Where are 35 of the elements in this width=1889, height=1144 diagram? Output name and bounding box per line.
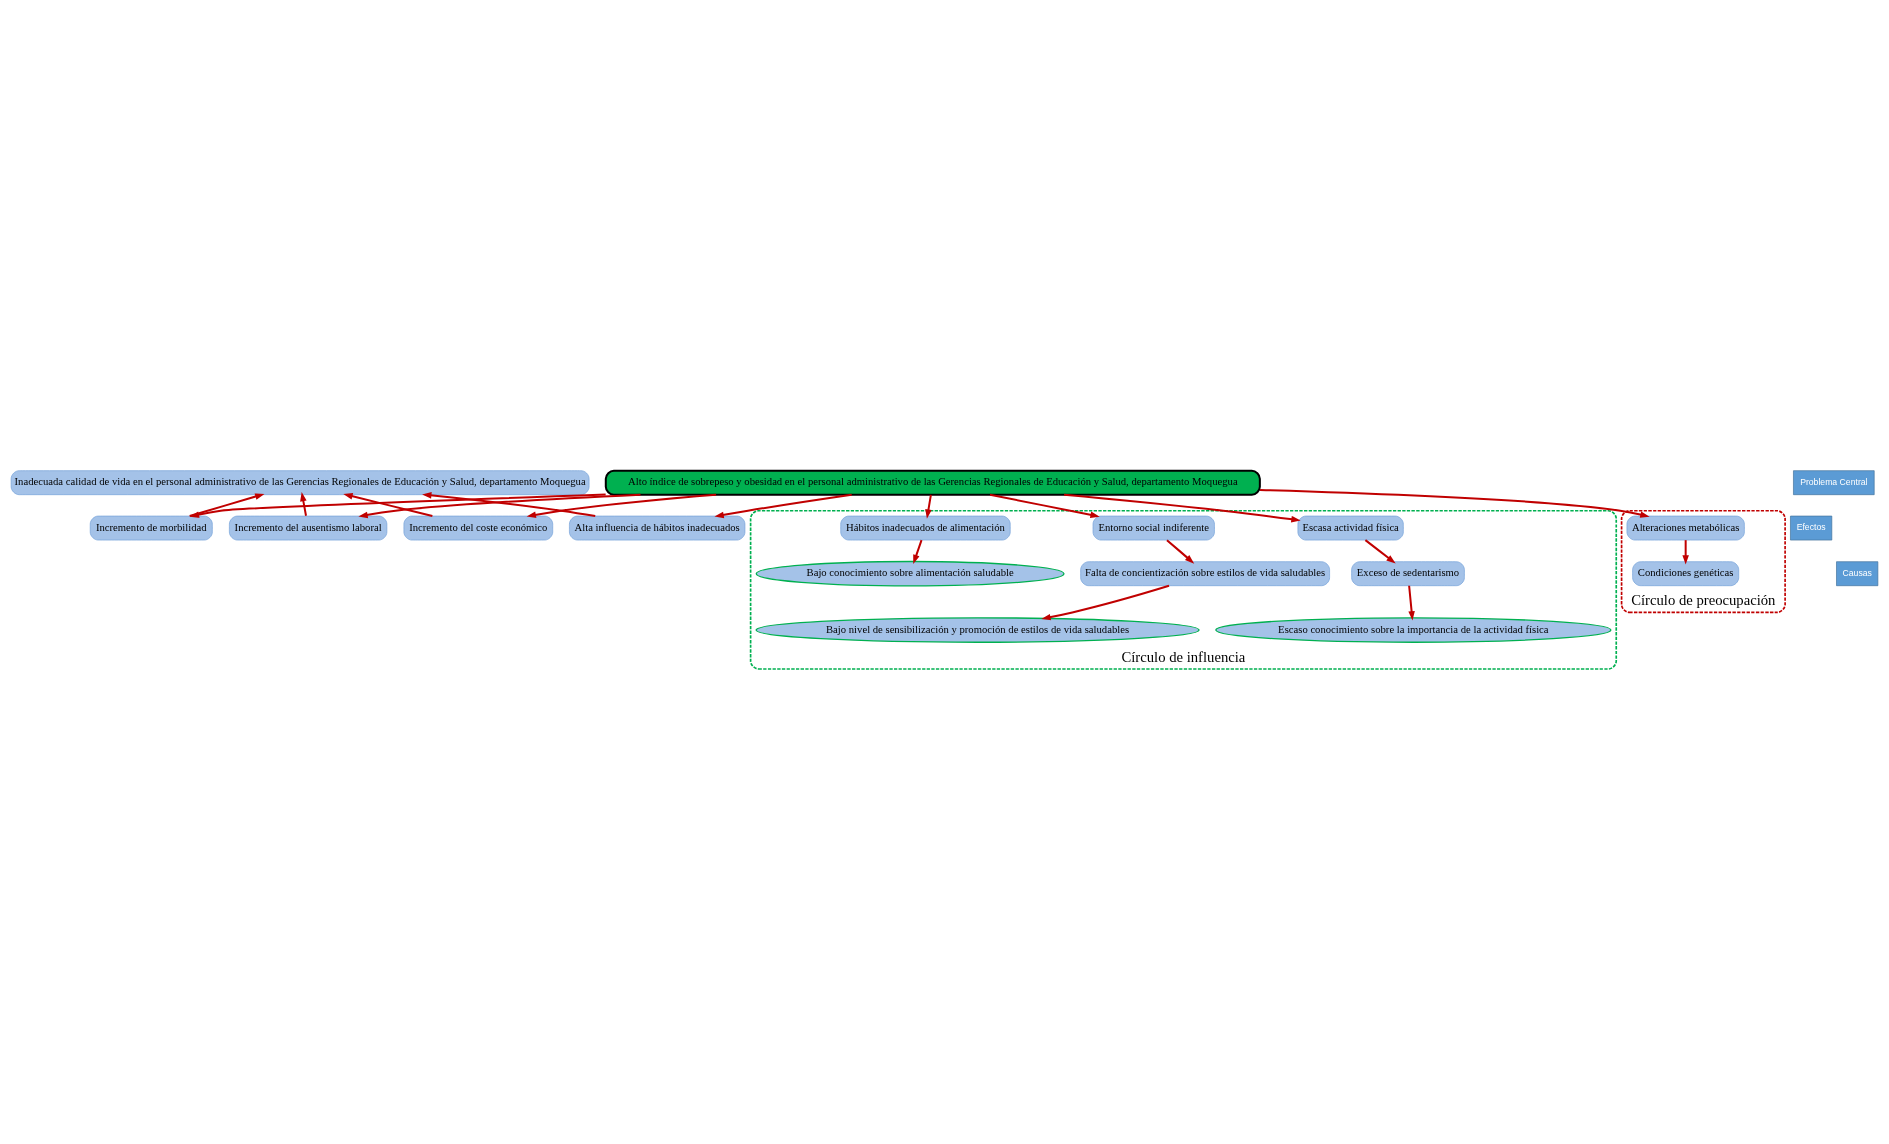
node-box: Alto índice de sobrepeso y obesidad en el personal administrativo de las Gerencias Regionales de Educación y Salud, departamento Moquegua xyxy=(604,469,1261,496)
arrow xyxy=(1408,584,1415,621)
arrow xyxy=(526,493,718,518)
arrow xyxy=(1041,584,1170,620)
node-box: Alteraciones metabólicas xyxy=(1626,515,1745,540)
node-box: Efectos xyxy=(1790,515,1833,540)
arrow xyxy=(1165,538,1195,564)
node-box: Causas xyxy=(1836,560,1879,586)
node-box: Escasa actividad física xyxy=(1297,515,1404,540)
node-box: Condiciones genéticas xyxy=(1632,560,1740,586)
node-ellipse: Escaso conocimiento sobre la importancia de la actividad física xyxy=(1215,616,1612,643)
node-box: Falta de concientización sobre estilos de vida saludables xyxy=(1080,560,1330,586)
arrow xyxy=(913,538,923,564)
arrow xyxy=(1259,488,1650,518)
node-box: Entorno social indiferente xyxy=(1092,515,1215,540)
node-box: Hábitos inadecuados de alimentación xyxy=(840,515,1011,540)
node-box: Problema Central xyxy=(1793,469,1875,495)
arrow xyxy=(358,493,642,518)
arrow xyxy=(925,493,932,519)
node-box: Incremento del ausentismo laboral xyxy=(229,515,388,540)
node-box: Exceso de sedentarismo xyxy=(1351,560,1465,586)
arrow xyxy=(1682,538,1689,565)
node-ellipse: Bajo conocimiento sobre alimentación saludable xyxy=(755,560,1065,587)
arrow xyxy=(188,492,265,517)
node-ellipse: Bajo nivel de sensibilización y promoción de estilos de vida saludables xyxy=(755,616,1200,643)
arrow xyxy=(422,491,597,517)
node-box: Incremento del coste económico xyxy=(403,515,554,540)
arrow xyxy=(714,493,853,518)
arrow xyxy=(989,493,1100,518)
arrow xyxy=(1364,538,1396,563)
arrow xyxy=(343,492,434,517)
node-box: Alta influencia de hábitos inadecuados xyxy=(569,515,746,540)
arrow xyxy=(1063,493,1301,522)
node-box: Inadecuada calidad de vida en el personal administrativo de las Gerencias Regionales de Educación y Salud, departamento Moquegua xyxy=(10,469,590,495)
node-box: Incremento de morbilidad xyxy=(89,515,213,540)
